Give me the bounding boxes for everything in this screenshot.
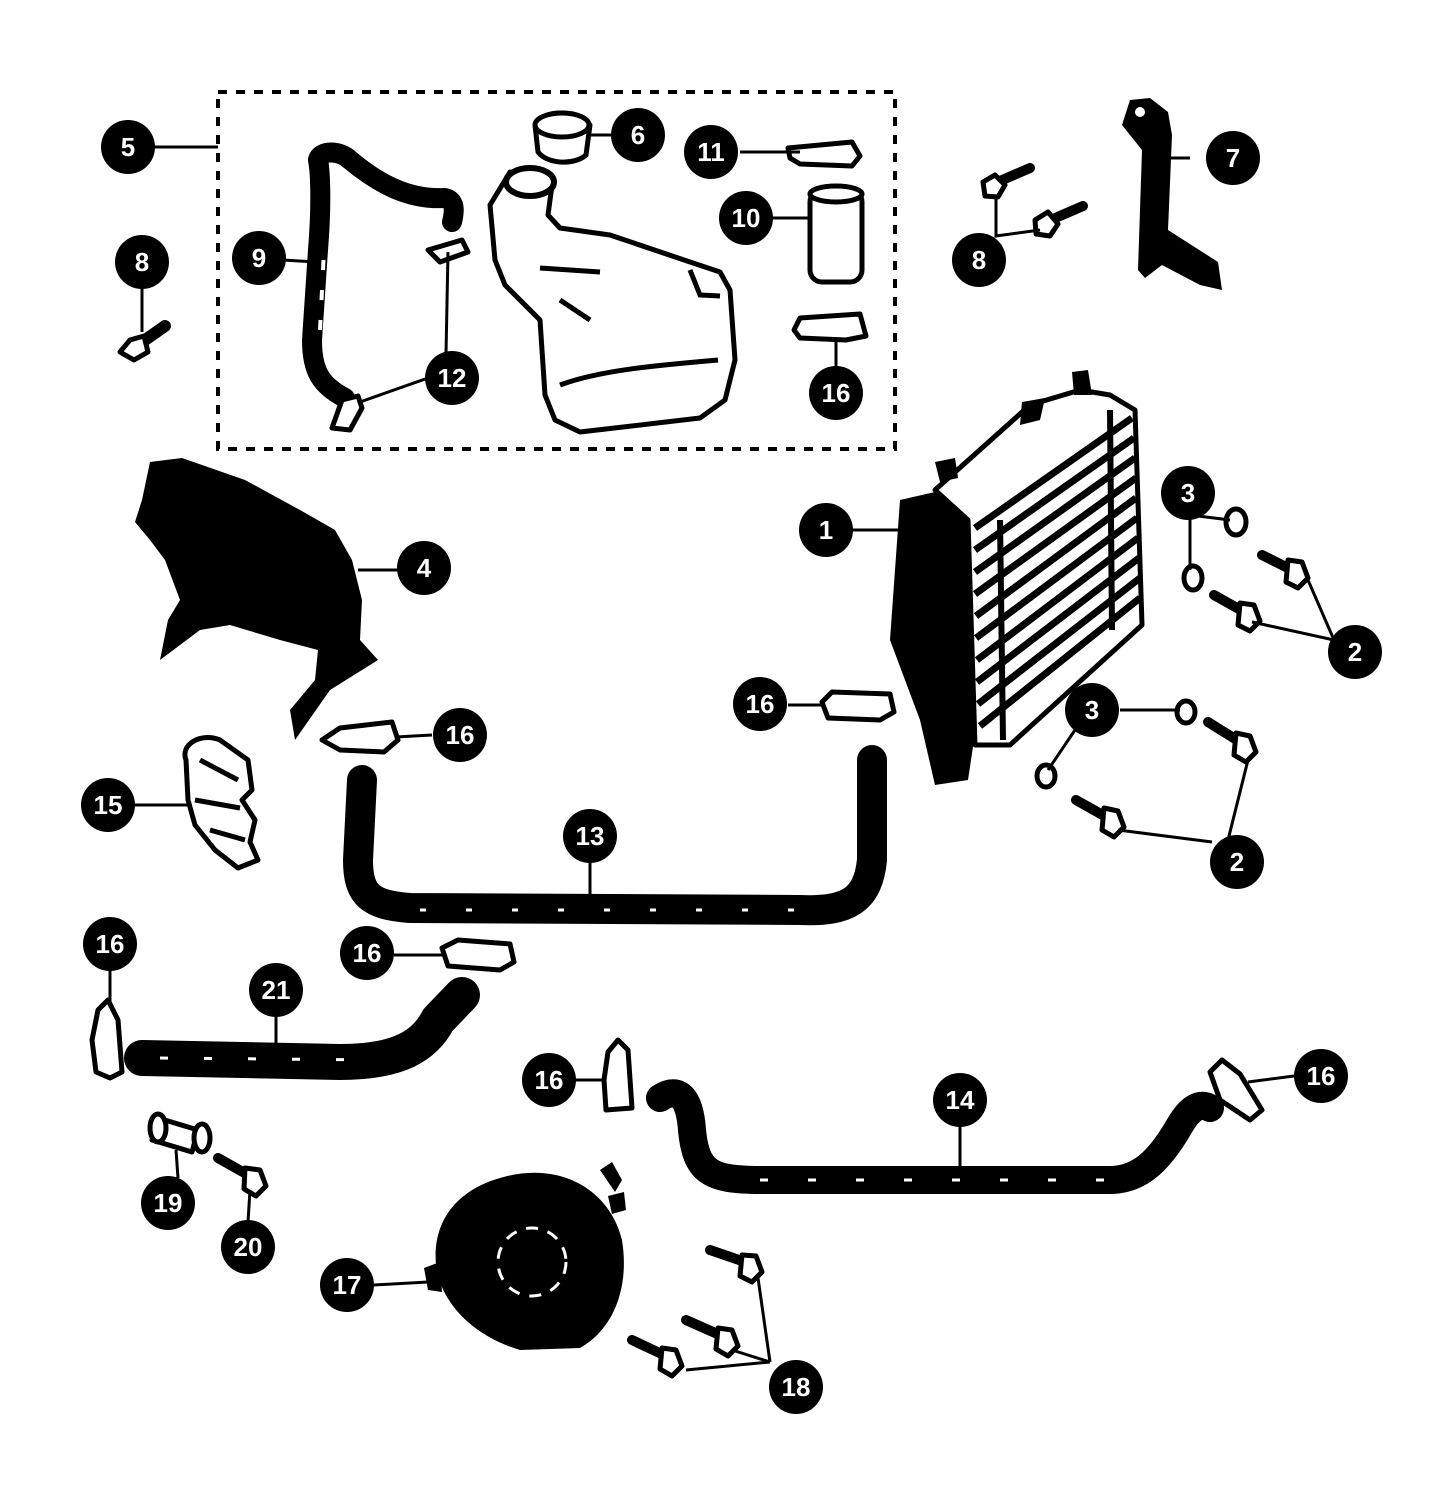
svg-text:10: 10 (732, 203, 761, 233)
callout-11: 11 (684, 125, 738, 179)
callout-1: 1 (799, 503, 853, 557)
callout-10: 10 (719, 191, 773, 245)
fasteners-upper-right (1181, 506, 1311, 634)
sleeve-19 (147, 1111, 213, 1155)
hose-21 (124, 977, 480, 1080)
overflow-hose-9-inner (318, 249, 326, 331)
callout-20: 20 (221, 1220, 275, 1274)
callout-8-right: 8 (952, 233, 1006, 287)
hose-clip-11 (785, 139, 863, 169)
callout-16-b: 16 (733, 677, 787, 731)
svg-text:18: 18 (782, 1372, 811, 1402)
callout-7: 7 (1206, 131, 1260, 185)
svg-text:19: 19 (154, 1188, 183, 1218)
mounting-bracket-7-hole (1135, 107, 1145, 117)
callout-15: 15 (81, 778, 135, 832)
callout-3-upper: 3 (1161, 466, 1215, 520)
svg-text:17: 17 (333, 1270, 362, 1300)
expansion-tank (487, 169, 738, 435)
hose-clip-16-kit (791, 311, 869, 343)
fan-17 (424, 1162, 626, 1350)
expansion-tank-neck (503, 165, 557, 199)
svg-text:9: 9 (252, 243, 266, 273)
fasteners-lower-right (1034, 698, 1259, 840)
callout-14: 14 (933, 1073, 987, 1127)
svg-text:12: 12 (438, 363, 467, 393)
filler-cap-6 (532, 110, 593, 165)
hose-clip-16-a (319, 719, 401, 755)
overflow-hose-9 (302, 142, 464, 408)
callout-16-a: 16 (433, 708, 487, 762)
callout-18: 18 (769, 1360, 823, 1414)
leader-lines (108, 133, 1336, 1372)
bolt-8-left (117, 320, 171, 363)
callout-17: 17 (320, 1258, 374, 1312)
svg-text:5: 5 (121, 132, 135, 162)
hose-21-texture (159, 1056, 381, 1062)
hose-13 (343, 745, 887, 926)
callout-16-f: 16 (1294, 1049, 1348, 1103)
callout-21: 21 (249, 963, 303, 1017)
svg-text:16: 16 (96, 929, 125, 959)
svg-text:1: 1 (819, 515, 833, 545)
svg-text:16: 16 (446, 720, 475, 750)
svg-text:15: 15 (94, 790, 123, 820)
svg-text:13: 13 (576, 821, 605, 851)
svg-text:8: 8 (135, 247, 149, 277)
callout-4: 4 (397, 541, 451, 595)
svg-text:16: 16 (1307, 1061, 1336, 1091)
callout-2-lower: 2 (1210, 835, 1264, 889)
expansion-tank-detail (503, 177, 721, 388)
svg-text:2: 2 (1230, 847, 1244, 877)
callout-3-lower: 3 (1065, 683, 1119, 737)
radiator-1 (890, 370, 1145, 785)
callout-6: 6 (611, 108, 665, 162)
hose-clip-16-d (439, 937, 517, 973)
callout-16-c: 16 (83, 917, 137, 971)
svg-text:2: 2 (1348, 637, 1362, 667)
svg-text:16: 16 (535, 1065, 564, 1095)
bolts-18 (627, 1245, 765, 1379)
bolt-20 (213, 1153, 269, 1199)
shroud-4 (135, 458, 378, 740)
svg-text:8: 8 (972, 245, 986, 275)
callout-9: 9 (232, 231, 286, 285)
svg-text:3: 3 (1085, 695, 1099, 725)
callout-16-kit: 16 (809, 366, 863, 420)
svg-text:7: 7 (1226, 143, 1240, 173)
hose-clip-16-c (89, 997, 125, 1081)
bolts-8-right (980, 163, 1088, 239)
clamp-15 (182, 735, 261, 871)
callout-13: 13 (563, 809, 617, 863)
svg-text:16: 16 (746, 689, 775, 719)
hose-clip-16-e (601, 1037, 635, 1113)
svg-text:6: 6 (631, 120, 645, 150)
svg-text:20: 20 (234, 1232, 263, 1262)
callout-16-e: 16 (522, 1053, 576, 1107)
mounting-bracket-7 (1122, 98, 1222, 290)
svg-text:3: 3 (1181, 478, 1195, 508)
svg-text:16: 16 (353, 938, 382, 968)
svg-text:11: 11 (697, 137, 725, 167)
callout-19: 19 (141, 1176, 195, 1230)
hose-clip-12-upper (425, 237, 471, 265)
callout-8-left: 8 (115, 235, 169, 289)
expansion-tank-kit-box (216, 90, 897, 451)
svg-text:4: 4 (417, 553, 432, 583)
callout-12: 12 (425, 351, 479, 405)
hose-14 (646, 1079, 1224, 1194)
sleeve-10 (807, 183, 865, 285)
svg-text:16: 16 (822, 378, 851, 408)
svg-text:21: 21 (262, 975, 291, 1005)
hose-clip-16-b (819, 689, 897, 723)
callout-5: 5 (101, 120, 155, 174)
svg-text:14: 14 (946, 1085, 975, 1115)
callout-16-d: 16 (340, 926, 394, 980)
callout-2-upper: 2 (1328, 625, 1382, 679)
